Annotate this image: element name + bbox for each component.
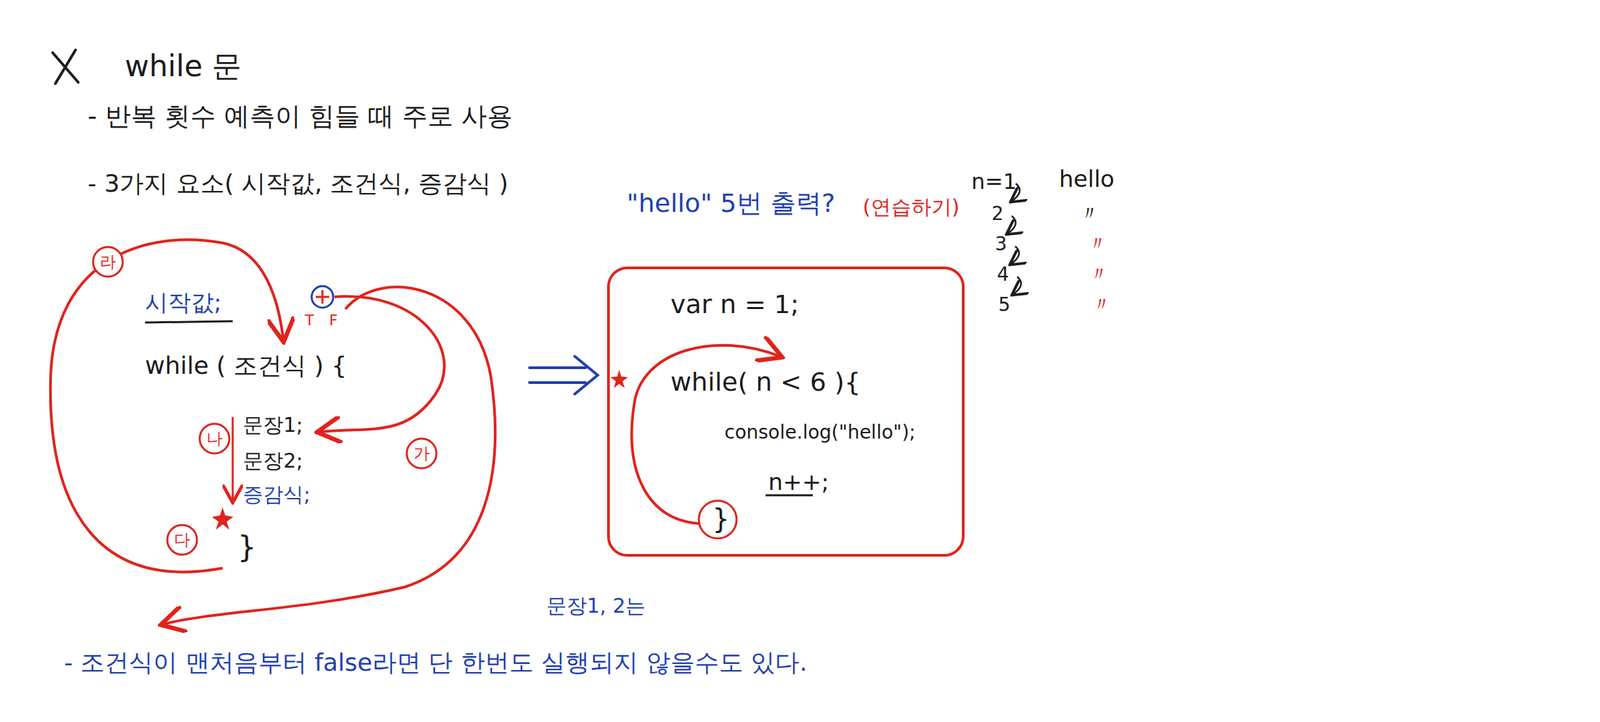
code-part: while ( 조건식 ) { [145, 350, 347, 380]
code-line: console.log("hello"); [724, 420, 916, 444]
trace-value: 5 [998, 293, 1011, 317]
ditto-mark: 〃 [1079, 201, 1100, 226]
code-part: 문장2; [242, 448, 303, 473]
box-heading: "hello" 5번 출력? [626, 188, 836, 220]
ditto-mark: 〃 [1087, 231, 1108, 256]
step-marker: 나 [199, 423, 230, 454]
note-text: - 조건식이 맨처음부터 false라면 단 한번도 실행되지 않을수도 있다. [64, 647, 808, 677]
step-marker: 다 [167, 524, 197, 555]
code-line: } [712, 502, 730, 535]
trace-value: n=1 [971, 168, 1017, 195]
trace-value: 3 [994, 232, 1008, 256]
box-heading: (연습하기) [862, 194, 960, 220]
step-marker: 라 [93, 246, 123, 277]
code-line: n++; [768, 468, 830, 496]
ditto-mark: 〃 [1091, 292, 1112, 317]
code-part: 증감식; [242, 482, 311, 507]
code-line: var n = 1; [670, 289, 800, 321]
code-part: } [237, 529, 257, 566]
code-box: "hello" 5번 출력?(연습하기)var n = 1;while( n <… [607, 266, 965, 557]
title-text: while 문 [124, 48, 242, 85]
code-part: 문장1; [242, 412, 303, 438]
trace-value: 4 [996, 263, 1010, 287]
code-line: while( n < 6 ){ [670, 366, 861, 398]
trace-value: 2 [991, 202, 1004, 226]
bullet-note: - 반복 횟수 예측이 힘들 때 주로 사용 [87, 101, 513, 133]
bullet-note: - 3가지 요소( 시작값, 조건식, 증감식 ) [87, 168, 509, 198]
note-text: 문장1, 2는 [546, 593, 646, 618]
ditto-mark: 〃 [1088, 261, 1109, 287]
branch-mark: T [304, 311, 314, 330]
step-marker: 가 [406, 438, 437, 469]
trace-output: hello [1059, 165, 1115, 193]
code-part: 시작값; [145, 288, 222, 317]
branch-mark: F [329, 311, 338, 330]
